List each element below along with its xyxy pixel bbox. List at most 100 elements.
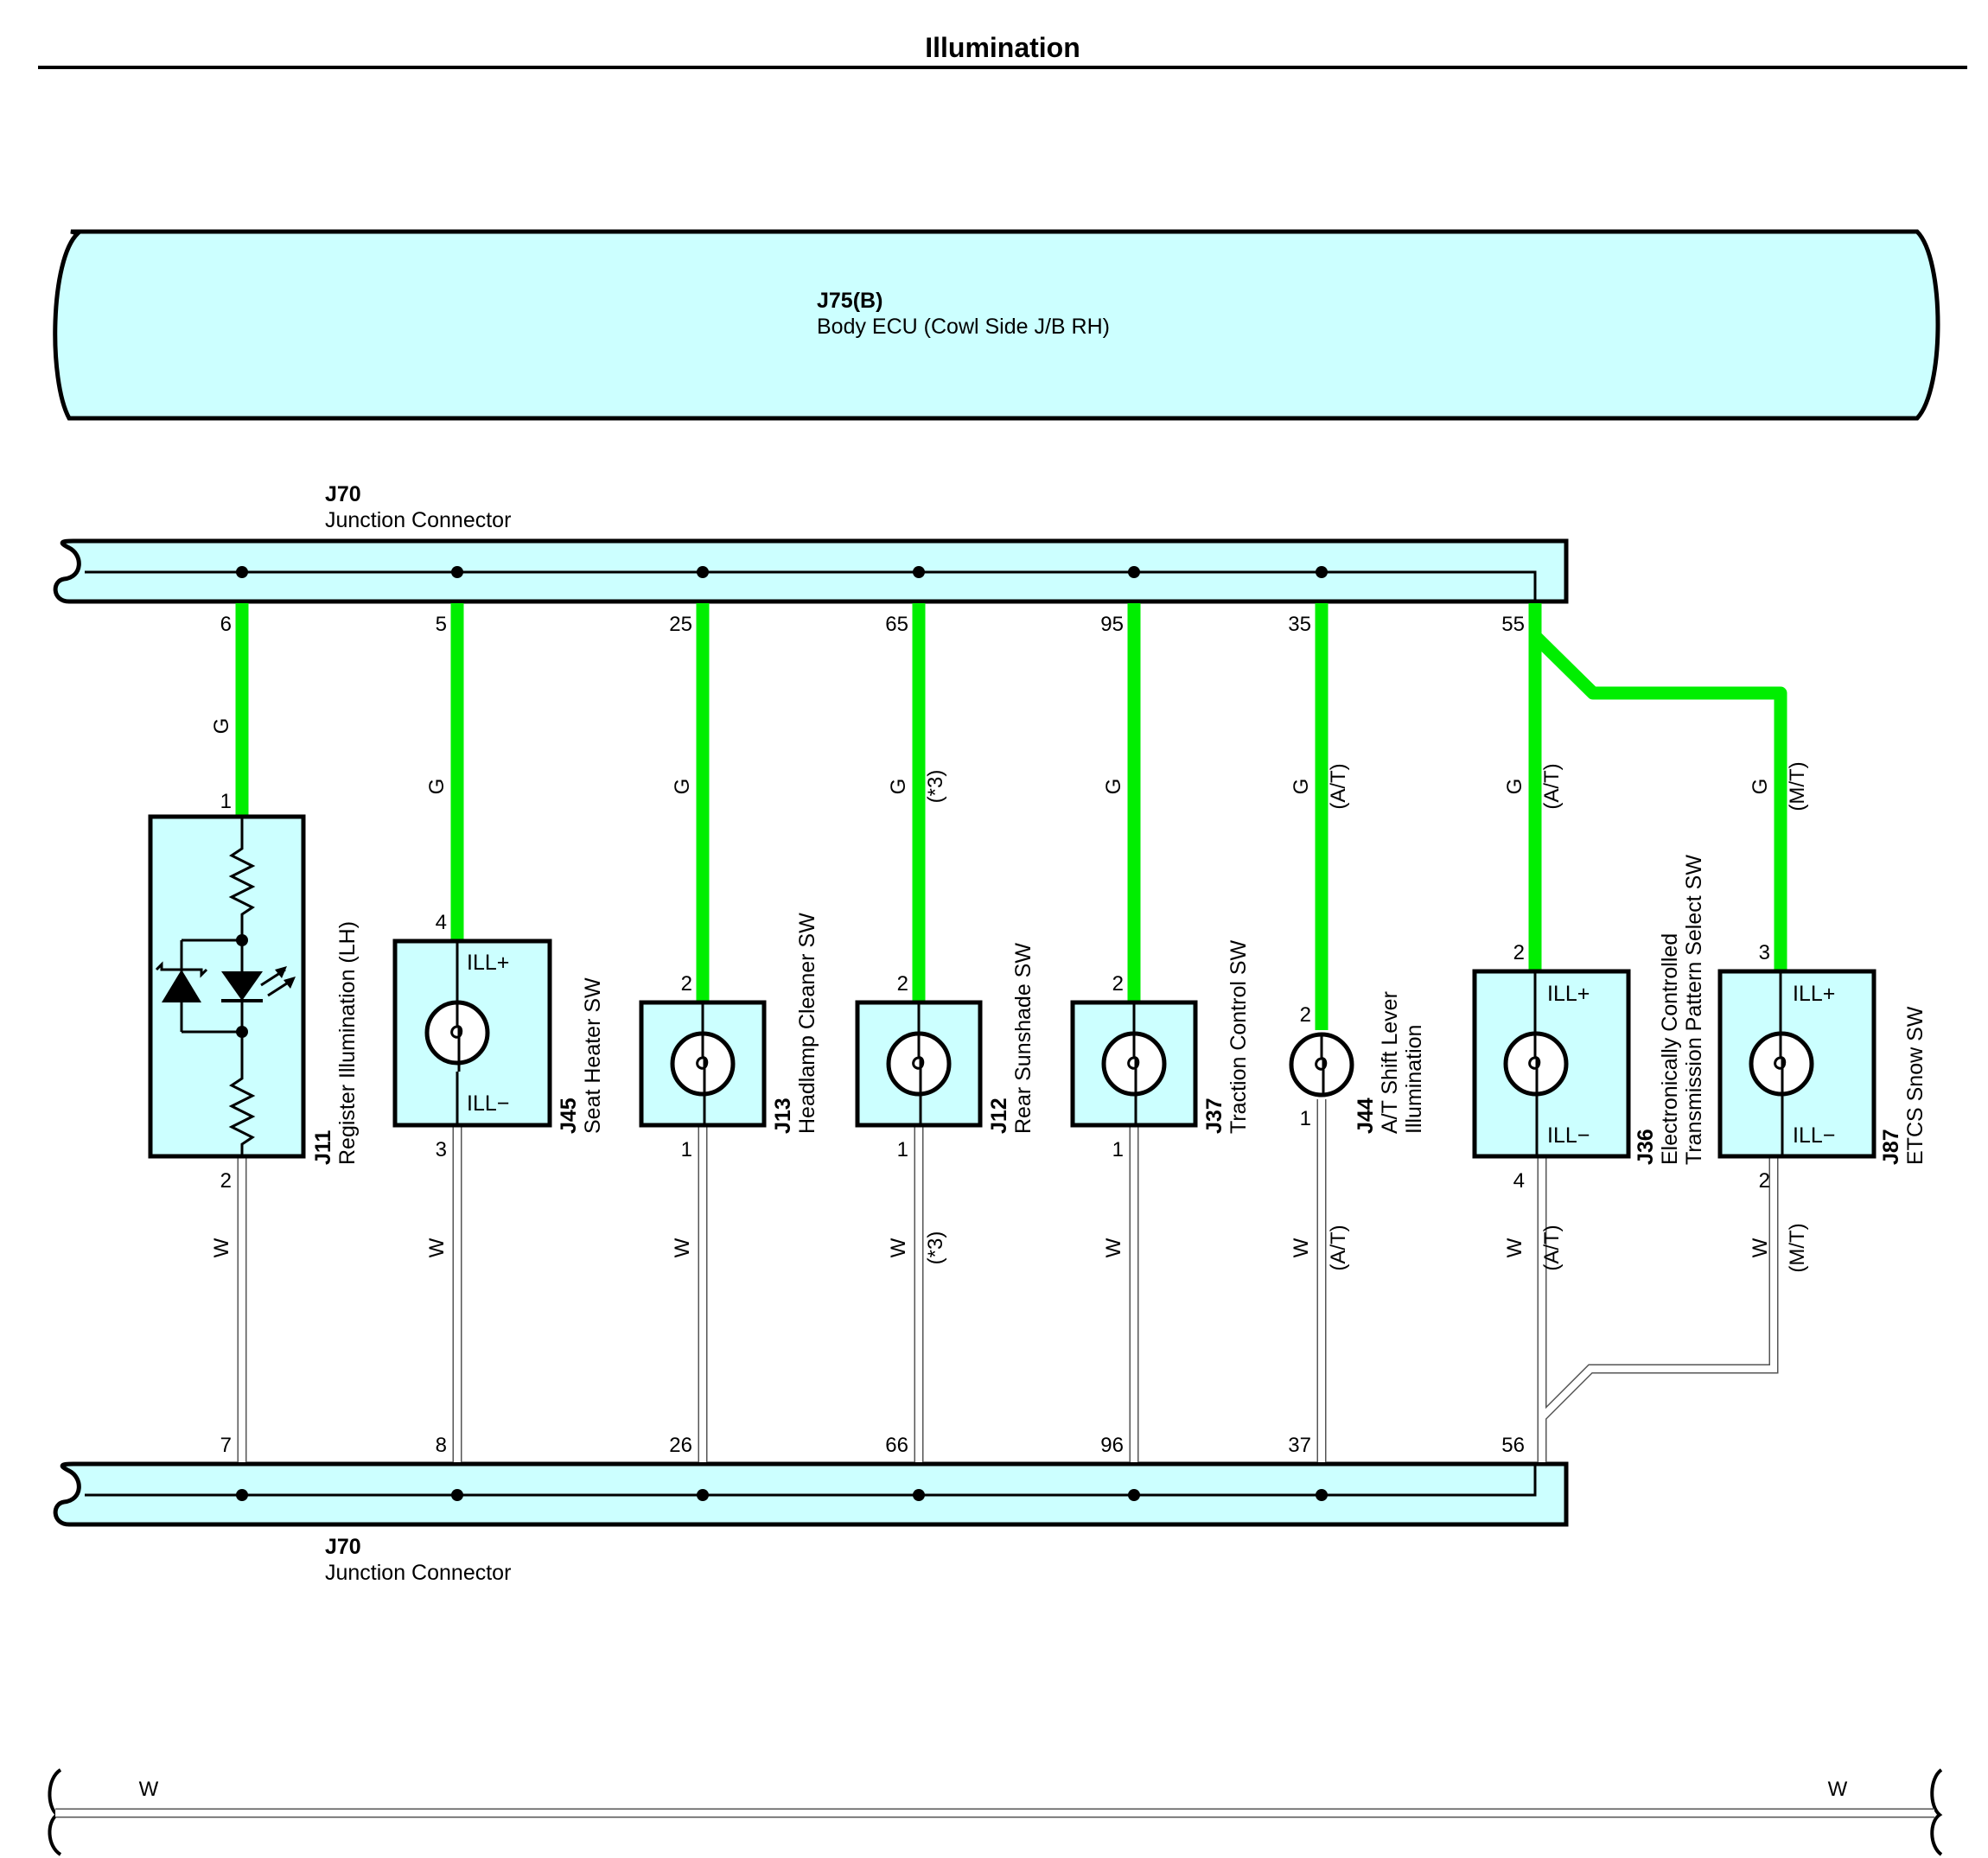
pin-number: 3 xyxy=(1759,941,1770,964)
option-note: (A/T) xyxy=(1540,1225,1564,1270)
junction-bottom-name: Junction Connector xyxy=(325,1561,511,1585)
option-note: (A/T) xyxy=(1327,763,1350,809)
wire-color-code: W xyxy=(671,1238,694,1257)
white-wires xyxy=(237,1099,1779,1462)
green-wire-codes: G G G G G G G G xyxy=(210,718,1772,795)
ill-plus-label: ILL+ xyxy=(1793,982,1835,1006)
option-note: (*3) xyxy=(924,1231,947,1265)
wire-color-code: G xyxy=(887,779,910,795)
component-j11 xyxy=(148,814,306,1159)
component-name: Electronically Controlled xyxy=(1658,933,1682,1165)
component-name: Seat Heater SW xyxy=(581,977,605,1134)
bus-junction-dots xyxy=(236,566,1328,1501)
option-note: (M/T) xyxy=(1786,1223,1809,1272)
pin-number: 3 xyxy=(436,1138,447,1161)
component-name: A/T Shift Lever xyxy=(1378,991,1402,1134)
pin-number: 66 xyxy=(885,1434,908,1457)
wire-color-code: G xyxy=(210,718,233,735)
component-name: Illumination xyxy=(1402,1025,1426,1134)
wire-color-code: W xyxy=(210,1238,233,1257)
wire-color-code: W xyxy=(139,1778,159,1801)
ecu-name: Body ECU (Cowl Side J/B RH) xyxy=(817,315,1110,339)
pin-number: 26 xyxy=(669,1434,692,1457)
pin-number: 4 xyxy=(1513,1169,1525,1193)
component-code: J87 xyxy=(1879,1129,1903,1165)
white-wire-codes: W W W W W W W W xyxy=(210,1238,1772,1257)
wire-color-code: G xyxy=(425,779,449,795)
pin-number: 1 xyxy=(897,1138,908,1161)
junction-top-code: J70 xyxy=(325,482,361,506)
wire-color-code: W xyxy=(1828,1778,1848,1801)
wire-color-code: G xyxy=(1102,779,1125,795)
pin-number: 35 xyxy=(1288,613,1311,636)
ill-plus-label: ILL+ xyxy=(1547,982,1590,1006)
junction-connector-top: J70 Junction Connector xyxy=(53,482,1569,604)
wire-color-code: W xyxy=(1503,1238,1526,1257)
pin-number: 37 xyxy=(1288,1434,1311,1457)
junction-connector-bottom: J70 Junction Connector xyxy=(53,1461,1569,1585)
component-j12 xyxy=(855,1000,983,1128)
pin-number: 2 xyxy=(1300,1003,1311,1027)
component-name: ETCS Snow SW xyxy=(1903,1006,1927,1165)
wire-color-code: W xyxy=(1749,1238,1772,1257)
wire-color-code: G xyxy=(1503,779,1526,795)
wire-color-code: W xyxy=(1102,1238,1125,1257)
pin-number: 95 xyxy=(1100,613,1124,636)
option-note: (A/T) xyxy=(1540,763,1564,809)
component-code: J44 xyxy=(1354,1098,1378,1134)
component-j87: ILL+ ILL− xyxy=(1717,969,1876,1159)
pin-number: 2 xyxy=(1759,1169,1770,1193)
component-code: J36 xyxy=(1634,1129,1658,1165)
junction-bottom-code: J70 xyxy=(325,1535,361,1559)
pin-number: 1 xyxy=(681,1138,692,1161)
ill-minus-label: ILL− xyxy=(1793,1123,1835,1148)
component-name: Headlamp Cleaner SW xyxy=(795,913,819,1134)
wire-color-code: W xyxy=(425,1238,449,1257)
pin-number: 2 xyxy=(1513,941,1525,964)
component-code: J45 xyxy=(557,1098,581,1134)
component-j45: ILL+ ILL− xyxy=(392,939,552,1128)
component-name: Transmission Pattern Select SW xyxy=(1682,855,1706,1165)
pin-number: 2 xyxy=(1112,972,1124,996)
pin-number: 2 xyxy=(220,1169,232,1193)
pin-number: 65 xyxy=(885,613,908,636)
pin-number: 6 xyxy=(220,613,232,636)
page-title: Illumination xyxy=(925,32,1080,63)
led-icon xyxy=(221,971,263,1001)
wire-color-code: G xyxy=(671,779,694,795)
green-wires xyxy=(235,603,1787,1030)
ill-minus-label: ILL− xyxy=(1547,1123,1590,1148)
pin-number: 55 xyxy=(1501,613,1525,636)
pin-number: 1 xyxy=(1112,1138,1124,1161)
component-code: J12 xyxy=(987,1098,1011,1134)
zener-diode-icon xyxy=(162,970,201,1002)
junction-top-pins: 6 5 25 65 95 35 55 xyxy=(220,613,1525,636)
pin-number: 1 xyxy=(1300,1107,1311,1130)
wire-color-code: W xyxy=(887,1238,910,1257)
option-note: (*3) xyxy=(924,770,947,804)
ill-plus-label: ILL+ xyxy=(467,951,509,975)
pin-number: 2 xyxy=(897,972,908,996)
pin-number: 56 xyxy=(1501,1434,1525,1457)
pin-number: 7 xyxy=(220,1434,232,1457)
junction-top-name: Junction Connector xyxy=(325,508,511,532)
component-code: J13 xyxy=(771,1098,795,1134)
junction-bottom-pins: 7 8 26 66 96 37 56 xyxy=(220,1434,1525,1457)
option-note: (A/T) xyxy=(1327,1225,1350,1270)
component-j13 xyxy=(639,1000,767,1128)
pin-number: 5 xyxy=(436,613,447,636)
pin-number: 25 xyxy=(669,613,692,636)
ground-continuation-wire: W W xyxy=(48,1768,1943,1856)
wire-color-code: G xyxy=(1290,779,1313,795)
pin-number: 8 xyxy=(436,1434,447,1457)
pin-number: 96 xyxy=(1100,1434,1124,1457)
component-name: Traction Control SW xyxy=(1227,939,1251,1134)
component-bottom-pins: 2 3 1 1 1 1 4 2 xyxy=(220,1107,1770,1193)
option-note: (M/T) xyxy=(1786,761,1809,811)
pin-number: 1 xyxy=(220,790,232,813)
component-j44 xyxy=(1289,1032,1354,1098)
component-code: J11 xyxy=(311,1130,335,1165)
pin-number: 4 xyxy=(436,911,447,934)
component-labels: J11 Register Illumination (LH) J45 Seat … xyxy=(311,855,1927,1165)
